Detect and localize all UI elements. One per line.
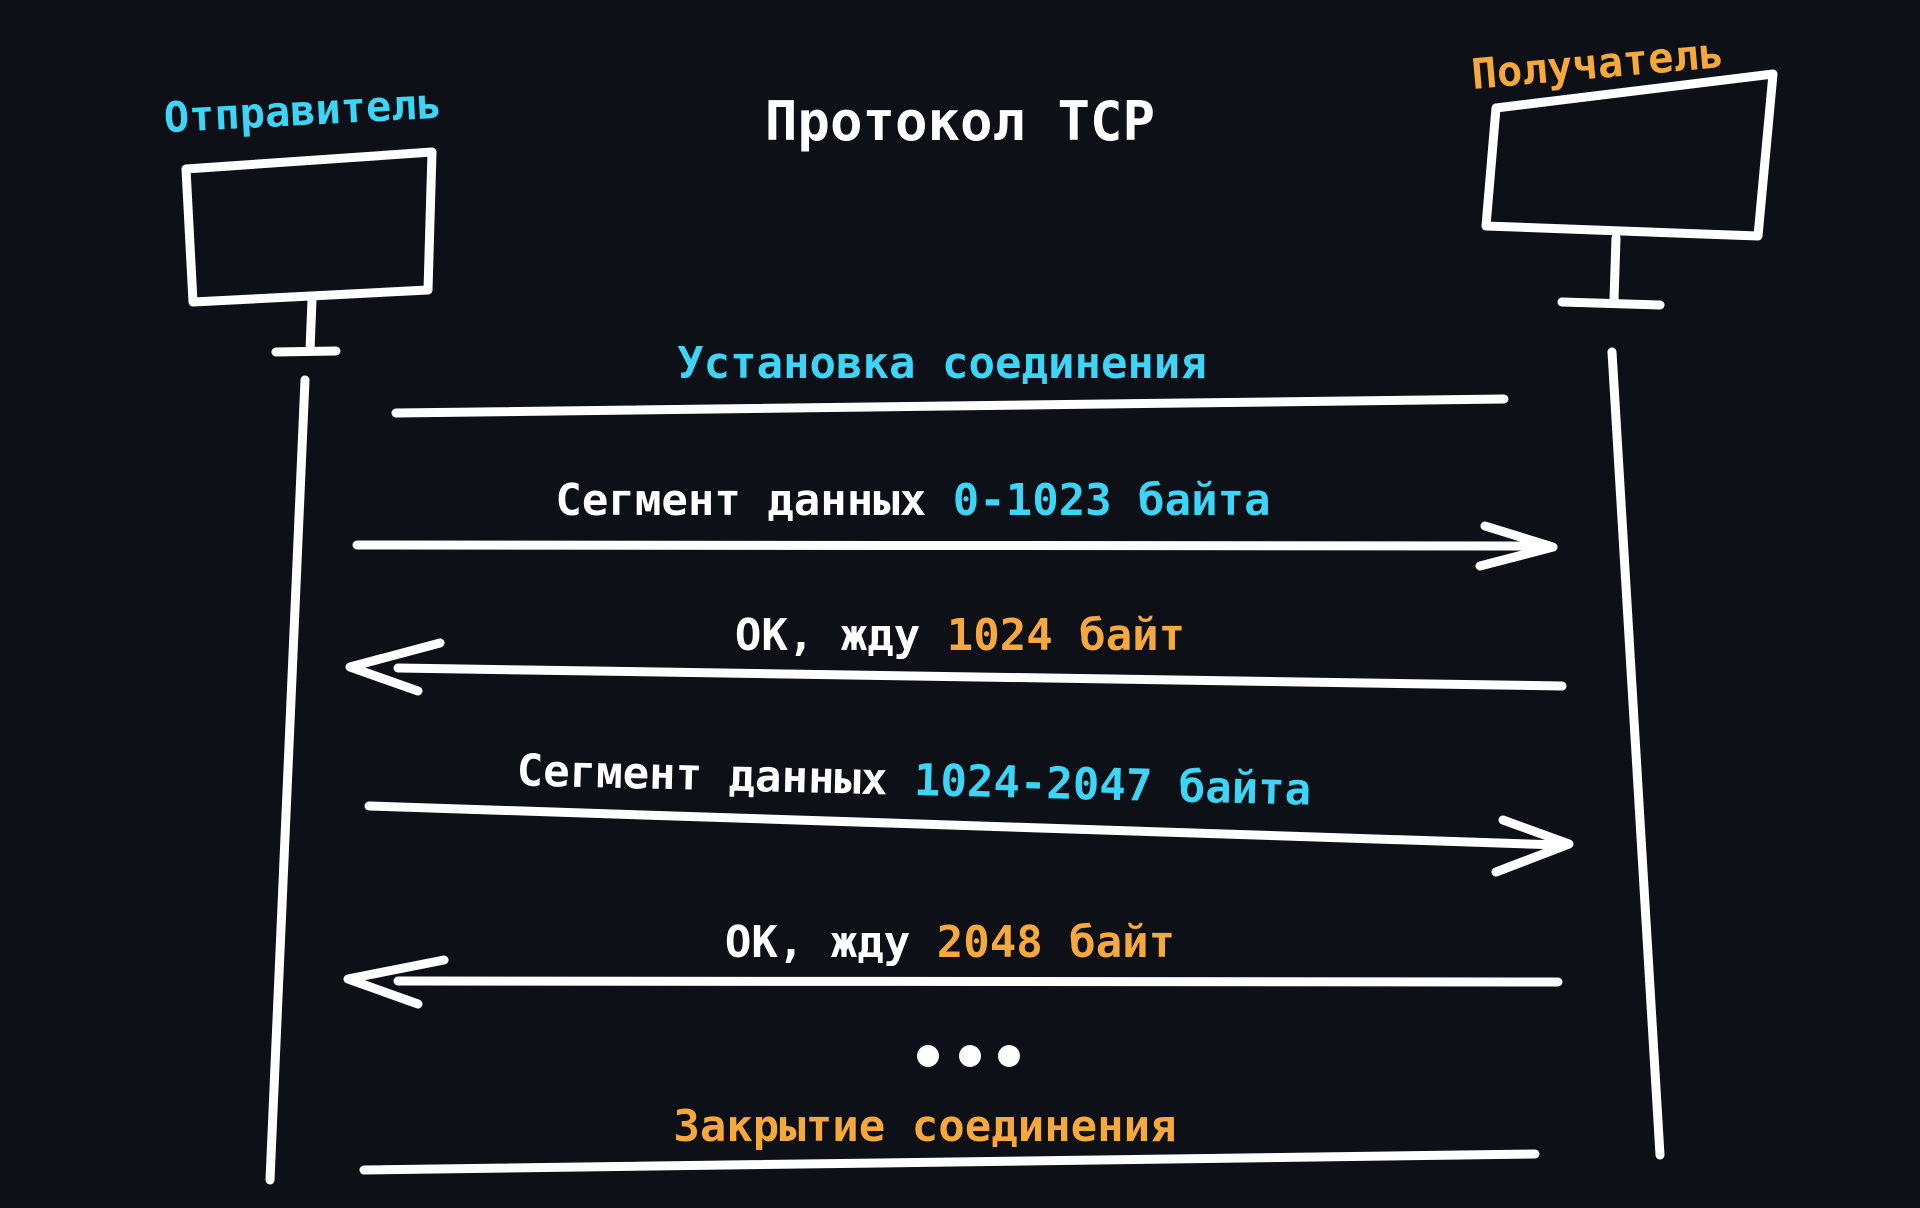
message-segment-0-1023: Сегмент данных 0-1023 байта: [352, 475, 1558, 571]
message-segment-1024-2047: Сегмент данных 1024-2047 байта: [364, 745, 1574, 877]
message-label-part: Установка соединения: [677, 338, 1207, 389]
arrow-left-icon: [345, 638, 445, 696]
message-line: [359, 1149, 1540, 1175]
message-label-part: 2048 байт: [937, 917, 1175, 968]
message-label-part: Закрытие соединения: [673, 1101, 1176, 1152]
message-connection-setup: Установка соединения: [391, 338, 1509, 418]
message-label-part: ОК, жду: [735, 610, 947, 661]
message-ack-1024: ОК, жду 1024 байт: [345, 610, 1567, 696]
message-label: Установка соединения: [677, 338, 1207, 389]
message-ack-2048: ОК, жду 2048 байт: [343, 917, 1563, 1009]
message-line: [393, 663, 1567, 691]
arrow-right-icon: [1475, 521, 1558, 571]
receiver-lifeline: [1607, 347, 1665, 1160]
message-label: Сегмент данных 1024-2047 байта: [516, 745, 1312, 815]
message-line: [391, 394, 1509, 418]
receiver-monitor-icon: [1481, 69, 1778, 310]
receiver-node: Получатель: [1470, 28, 1778, 1160]
message-line: [352, 540, 1553, 551]
arrow-left-icon: [343, 955, 449, 1009]
message-connection-close: Закрытие соединения: [359, 1101, 1540, 1175]
sender-label: Отправитель: [163, 79, 443, 142]
message-label-part: 1024-2047 байта: [913, 755, 1311, 816]
message-label: ОК, жду 1024 байт: [735, 610, 1185, 661]
message-label: Сегмент данных 0-1023 байта: [555, 475, 1270, 526]
message-line: [393, 976, 1563, 987]
sender-monitor-icon: [181, 147, 437, 357]
message-label-part: ОК, жду: [725, 917, 937, 968]
ellipsis-icon: [917, 1045, 1020, 1067]
diagram-title: Протокол TCP: [765, 90, 1155, 153]
message-label: Закрытие соединения: [673, 1101, 1176, 1152]
message-label-part: Сегмент данных: [516, 745, 914, 806]
sender-node: Отправитель: [163, 79, 443, 1185]
arrow-right-icon: [1491, 815, 1574, 877]
sender-lifeline: [265, 375, 310, 1185]
message-label-part: 1024 байт: [947, 610, 1185, 661]
message-label-part: Сегмент данных: [555, 475, 952, 526]
message-label-part: 0-1023 байта: [953, 475, 1271, 526]
message-label: ОК, жду 2048 байт: [725, 917, 1175, 968]
message-line: [364, 801, 1565, 850]
